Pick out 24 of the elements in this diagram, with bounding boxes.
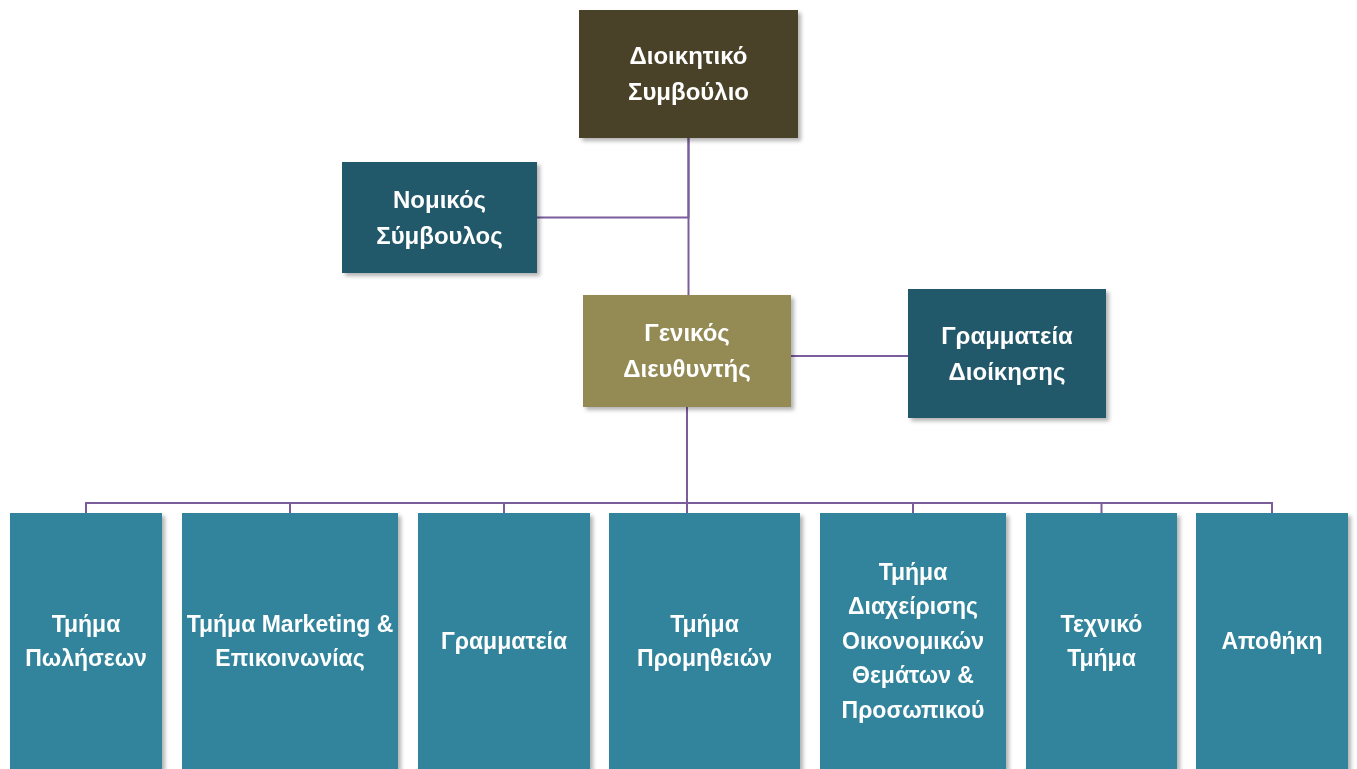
org-unit-box — [418, 513, 590, 769]
unit-label: Τμήμα Προμηθειών — [636, 609, 773, 673]
unit-label: Γραμματεία Διοίκησης — [940, 320, 1074, 387]
org-unit-box — [609, 513, 800, 769]
unit-label: Τμήμα Πωλήσεων — [24, 609, 148, 673]
org-unit-box — [579, 10, 798, 138]
unit-label: Τεχνικό Τμήμα — [1059, 609, 1144, 673]
unit-label: Γενικός Διευθυντής — [622, 318, 752, 384]
org-unit-box — [10, 513, 162, 769]
org-unit-box — [1196, 513, 1348, 769]
connector-line — [790, 355, 909, 357]
unit-label: Γραμματεία — [440, 626, 568, 656]
unit-label: Τμήμα Διαχείρισης Οικονομικών Θεμάτων & Προσωπικού — [840, 557, 986, 725]
unit-label: Νομικός Σύμβουλος — [375, 184, 504, 251]
org-unit-box — [182, 513, 398, 769]
connector-line — [687, 137, 690, 296]
org-unit-box — [1026, 513, 1177, 769]
org-unit-box — [583, 295, 791, 407]
org-unit-box — [342, 162, 537, 273]
unit-label: Τμήμα Marketing & Επικοινωνίας — [186, 609, 394, 673]
org-unit-box — [908, 289, 1106, 418]
org-unit-box — [820, 513, 1006, 769]
unit-label: Διοικητικό Συμβούλιο — [627, 41, 750, 107]
unit-label: Αποθήκη — [1221, 626, 1323, 656]
